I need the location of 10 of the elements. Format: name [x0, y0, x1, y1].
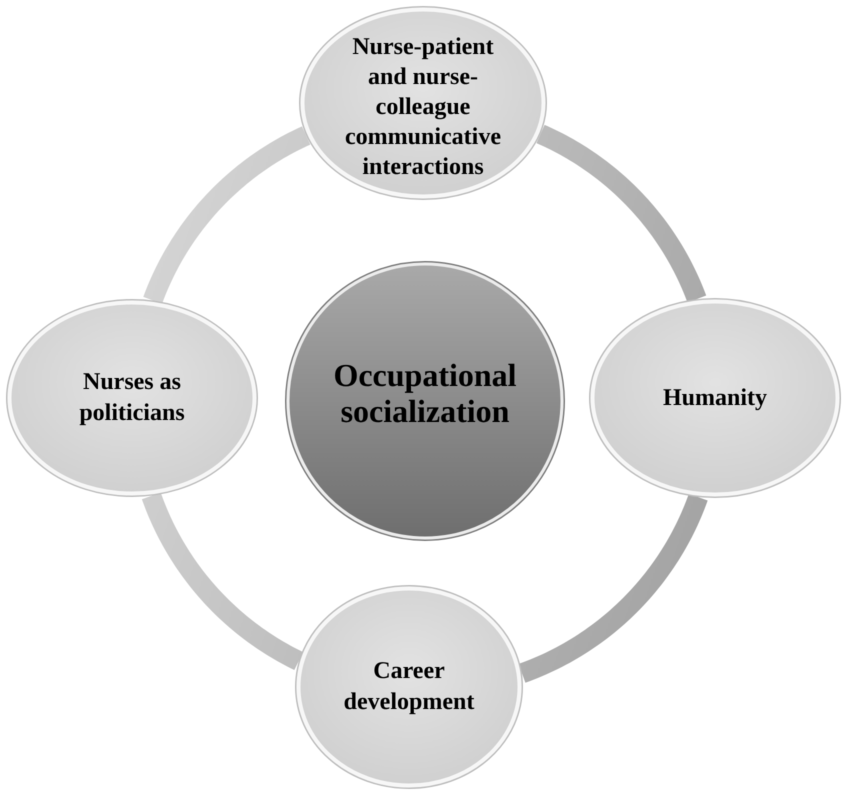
node-label: Nurses as politicians	[78, 368, 186, 428]
node-label: Humanity	[662, 384, 767, 412]
node-label: Career development	[342, 657, 476, 717]
core-circle	[285, 261, 565, 541]
topic-ellipse	[6, 299, 258, 497]
node-label: Nurse-patient and nurse-colleague communicative interactions	[344, 33, 502, 182]
node-label: Occupational socialization	[332, 357, 518, 429]
topic-ellipse	[299, 6, 547, 200]
topic-ellipse	[295, 585, 523, 789]
topic-ellipse	[589, 298, 841, 498]
